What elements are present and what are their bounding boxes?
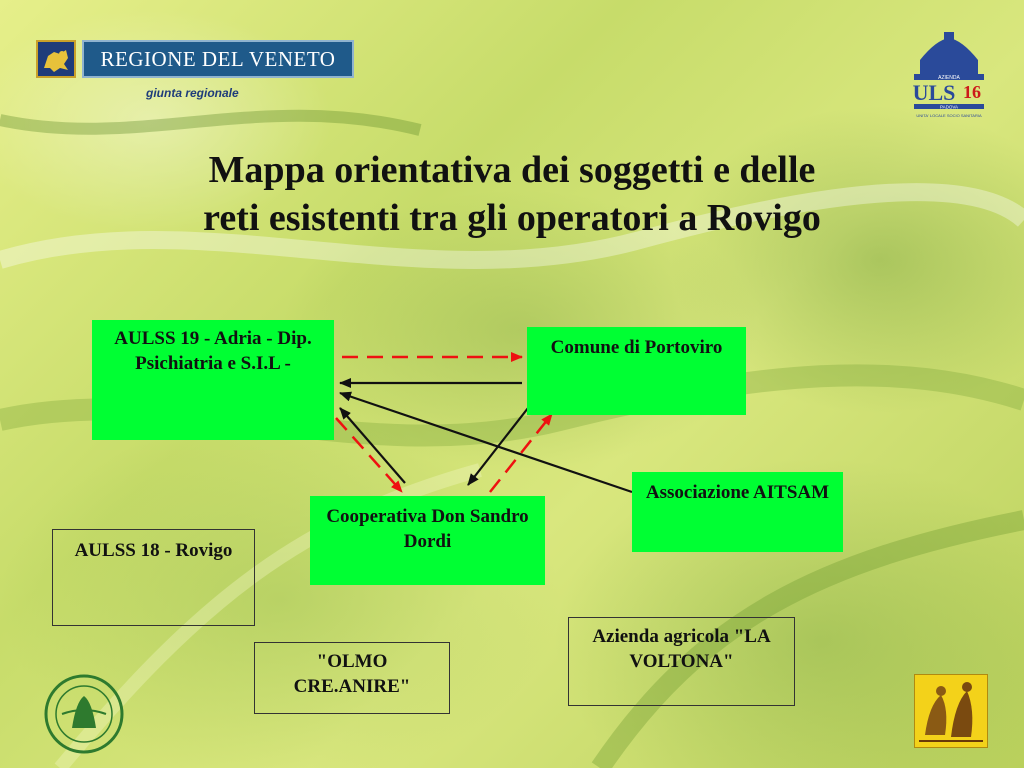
svg-text:ULS: ULS bbox=[913, 80, 956, 105]
node-azienda-label: Azienda agricola "LA VOLTONA" bbox=[592, 626, 771, 672]
title-line-2: reti esistenti tra gli operatori a Rovig… bbox=[203, 197, 821, 239]
svg-text:AZIENDA: AZIENDA bbox=[938, 75, 960, 81]
node-aulss18-label: AULSS 18 - Rovigo bbox=[74, 540, 233, 561]
regione-veneto-banner: REGIONE DEL VENETO bbox=[82, 40, 354, 78]
node-cooperativa: Cooperativa Don Sandro Dordi bbox=[310, 496, 545, 585]
artwork-logo bbox=[914, 674, 988, 748]
node-aitsam: Associazione AITSAM bbox=[632, 472, 843, 552]
node-aulss19-label: AULSS 19 - Adria - Dip. Psichiatria e S.… bbox=[114, 328, 312, 374]
edge-aulss19-to-cooperativa bbox=[335, 417, 403, 493]
svg-text:16: 16 bbox=[963, 82, 981, 102]
node-olmo: "OLMO CRE.ANIRE" bbox=[254, 642, 450, 714]
giunta-regionale-label: giunta regionale bbox=[146, 86, 239, 100]
node-olmo-label: "OLMO CRE.ANIRE" bbox=[293, 651, 411, 697]
svg-text:PADOVA: PADOVA bbox=[940, 105, 958, 110]
edge-comune-to-cooperativa bbox=[467, 407, 529, 486]
svg-text:UNITA' LOCALE SOCIO SANITARIA: UNITA' LOCALE SOCIO SANITARIA bbox=[916, 113, 982, 118]
node-cooperativa-label: Cooperativa Don Sandro Dordi bbox=[326, 506, 529, 552]
edge-cooperativa-to-comune bbox=[489, 413, 553, 493]
title-line-1: Mappa orientativa dei soggetti e delle bbox=[208, 149, 816, 191]
node-azienda-voltona: Azienda agricola "LA VOLTONA" bbox=[568, 617, 795, 706]
ulss16-logo: AZIENDA ULS 16 PADOVA UNITA' LOCALE SOCI… bbox=[906, 30, 992, 122]
node-aitsam-label: Associazione AITSAM bbox=[645, 482, 830, 503]
node-comune-label: Comune di Portoviro bbox=[550, 337, 723, 358]
page-title: Mappa orientativa dei soggetti e delle r… bbox=[40, 146, 984, 242]
node-comune-portoviro: Comune di Portoviro bbox=[527, 327, 746, 415]
node-aulss18: AULSS 18 - Rovigo bbox=[52, 529, 255, 626]
regione-veneto-logo: REGIONE DEL VENETO giunta regionale bbox=[36, 38, 356, 110]
institute-seal-logo bbox=[42, 672, 126, 756]
node-aulss19: AULSS 19 - Adria - Dip. Psichiatria e S.… bbox=[92, 320, 334, 440]
edge-cooperativa-to-aulss19 bbox=[339, 407, 406, 484]
lion-crest-icon bbox=[36, 40, 76, 78]
